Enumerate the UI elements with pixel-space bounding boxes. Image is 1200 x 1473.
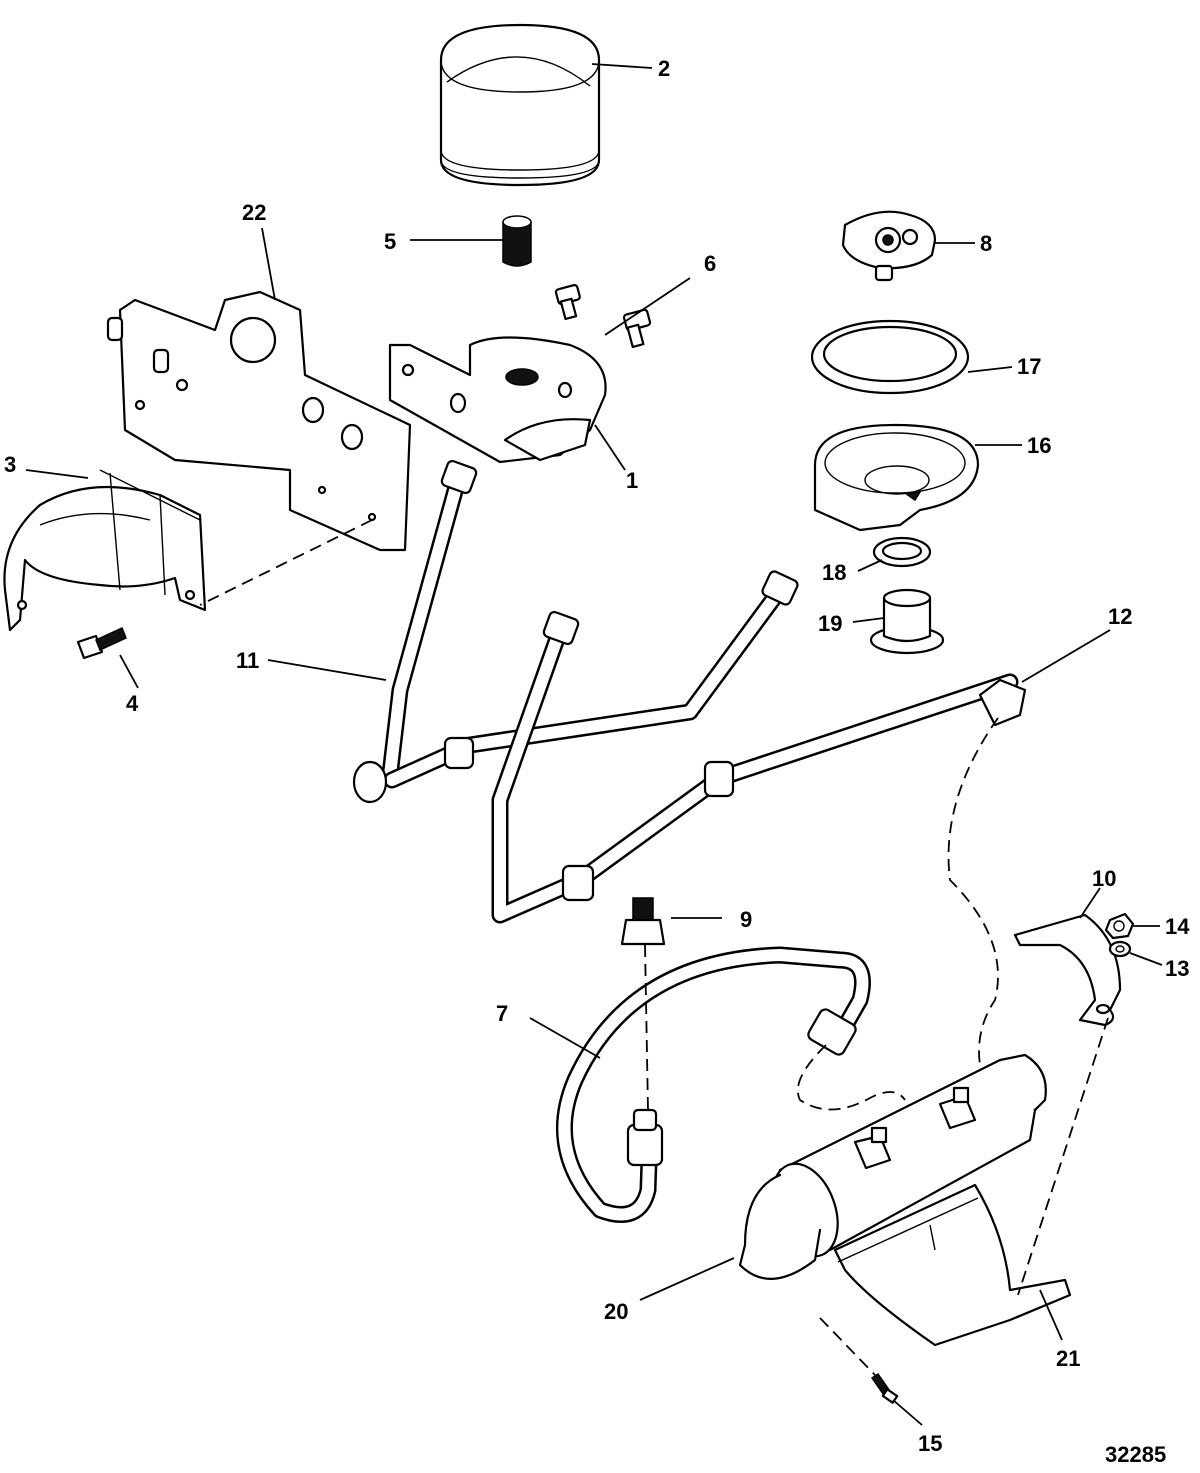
part-13-washer (1108, 940, 1132, 958)
callout-17: 17 (1017, 354, 1041, 379)
part-19-flanged-sleeve (869, 588, 945, 655)
callout-21: 21 (1056, 1346, 1080, 1371)
callout-2: 2 (658, 56, 670, 81)
callout-11: 11 (236, 648, 259, 673)
part-2-oil-filter (439, 23, 601, 187)
callout-4: 4 (126, 691, 139, 716)
part-20-oil-cooler (738, 1053, 1047, 1280)
part-22-mounting-bracket (106, 290, 412, 552)
part-21-cooler-bracket (833, 1183, 1072, 1347)
callout-labels: 2 22 5 8 6 17 16 3 1 18 12 19 11 4 10 9 … (4, 56, 1190, 1467)
part-12-oil-line (491, 610, 1027, 924)
part-16-seal-housing (813, 423, 980, 532)
callout-19: 19 (818, 611, 842, 636)
part-14-nut (1104, 912, 1135, 940)
part-11-oil-line (352, 459, 799, 804)
callout-8: 8 (980, 231, 992, 256)
part-17-o-ring (810, 319, 970, 395)
part-3-clamp-bracket (3, 469, 207, 632)
callout-5: 5 (384, 229, 396, 254)
callout-3: 3 (4, 452, 16, 477)
callout-16: 16 (1027, 433, 1051, 458)
callout-6: 6 (704, 251, 716, 276)
drawing-number: 32285 (1105, 1442, 1166, 1467)
callout-18: 18 (822, 560, 846, 585)
callout-9: 9 (740, 907, 752, 932)
callout-22: 22 (242, 200, 266, 225)
part-6-bolts (554, 283, 652, 349)
callout-12: 12 (1108, 604, 1132, 629)
part-9-fitting (620, 897, 666, 946)
assembly-dash-lines (199, 519, 1109, 1376)
part-7-hose (555, 946, 871, 1223)
part-18-small-o-ring (872, 536, 932, 568)
part-10-clamp-strap (1013, 913, 1122, 1027)
part-4-bolt (76, 626, 127, 660)
callout-20: 20 (604, 1299, 628, 1324)
part-1-filter-adapter (388, 336, 607, 464)
callout-1: 1 (626, 468, 638, 493)
callout-7: 7 (496, 1001, 508, 1026)
callout-13: 13 (1165, 956, 1189, 981)
part-8-adapter-head (841, 210, 937, 282)
leader-lines (25, 63, 1163, 1426)
callout-15: 15 (918, 1431, 942, 1456)
callout-14: 14 (1165, 914, 1190, 939)
part-5-threaded-nipple (502, 215, 532, 267)
part-15-screw (870, 1372, 899, 1404)
callout-10: 10 (1092, 866, 1116, 891)
